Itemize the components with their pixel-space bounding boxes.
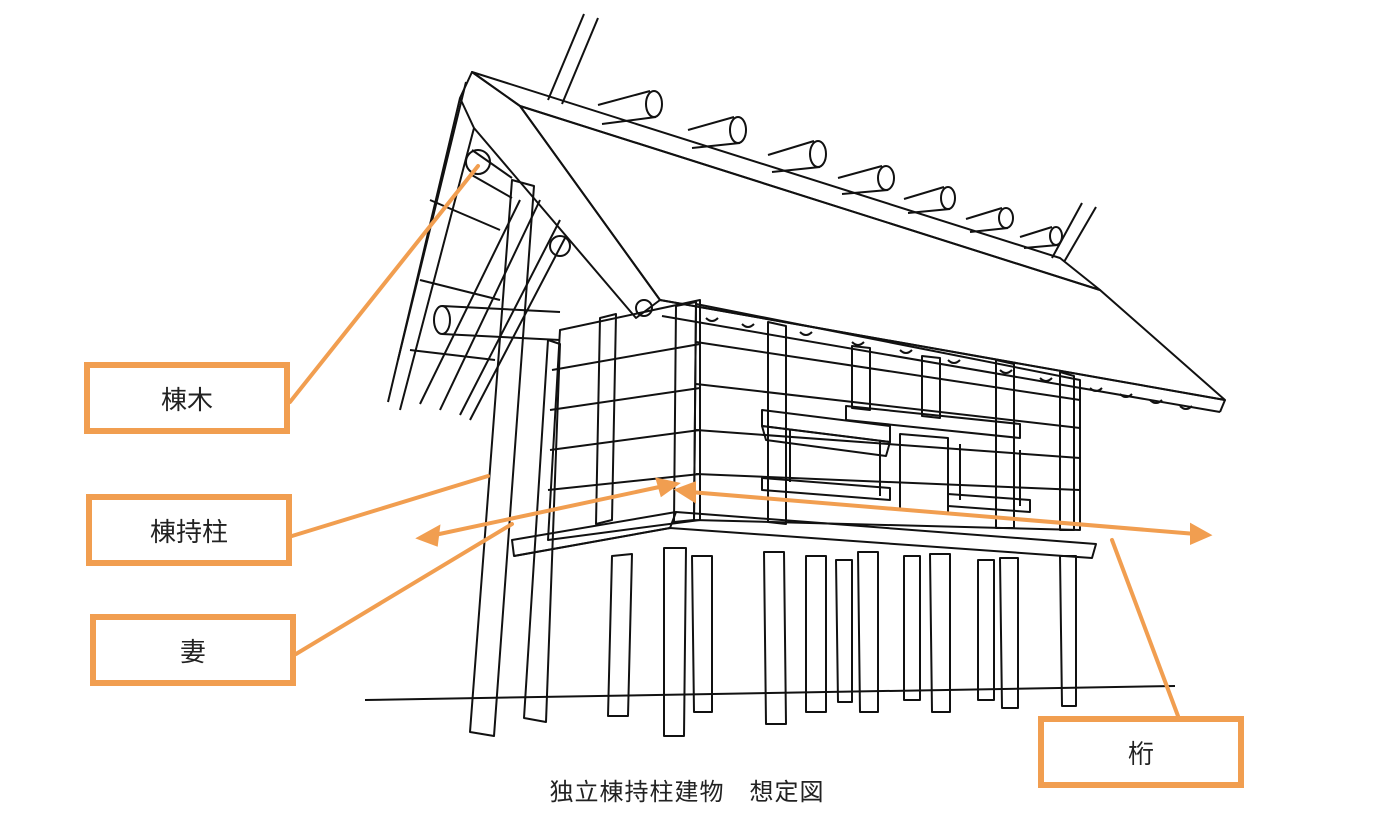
tsuma-span-arrow: [428, 484, 666, 538]
label-keta: 桁: [1038, 716, 1244, 788]
keta-span-arrow: [688, 490, 1198, 536]
roof: [387, 71, 1226, 413]
katsuogi-logs: [597, 90, 1063, 249]
annotation-lines: [288, 164, 1213, 718]
ridge-support-pillar: [469, 179, 535, 737]
leader-munagi: [288, 164, 480, 404]
stilts: [607, 547, 1077, 737]
arrow-head: [655, 477, 681, 498]
figure-caption: 独立棟持柱建物 想定図: [549, 778, 825, 806]
leader-munamochibashira: [290, 474, 490, 538]
arrow-head: [673, 481, 696, 504]
building-line-drawing: [364, 13, 1226, 737]
floor-platform: [511, 511, 1097, 559]
leader-keta: [1110, 538, 1180, 718]
ground-line: [364, 685, 1176, 701]
label-tsuma: 妻: [90, 614, 296, 686]
label-munagi: 棟木: [84, 362, 290, 434]
arrow-head: [1190, 522, 1213, 546]
side-wall: [693, 303, 1193, 531]
arrow-head: [415, 524, 441, 547]
leader-tsuma: [294, 522, 514, 656]
label-munamochibashira: 棟持柱: [86, 494, 292, 566]
